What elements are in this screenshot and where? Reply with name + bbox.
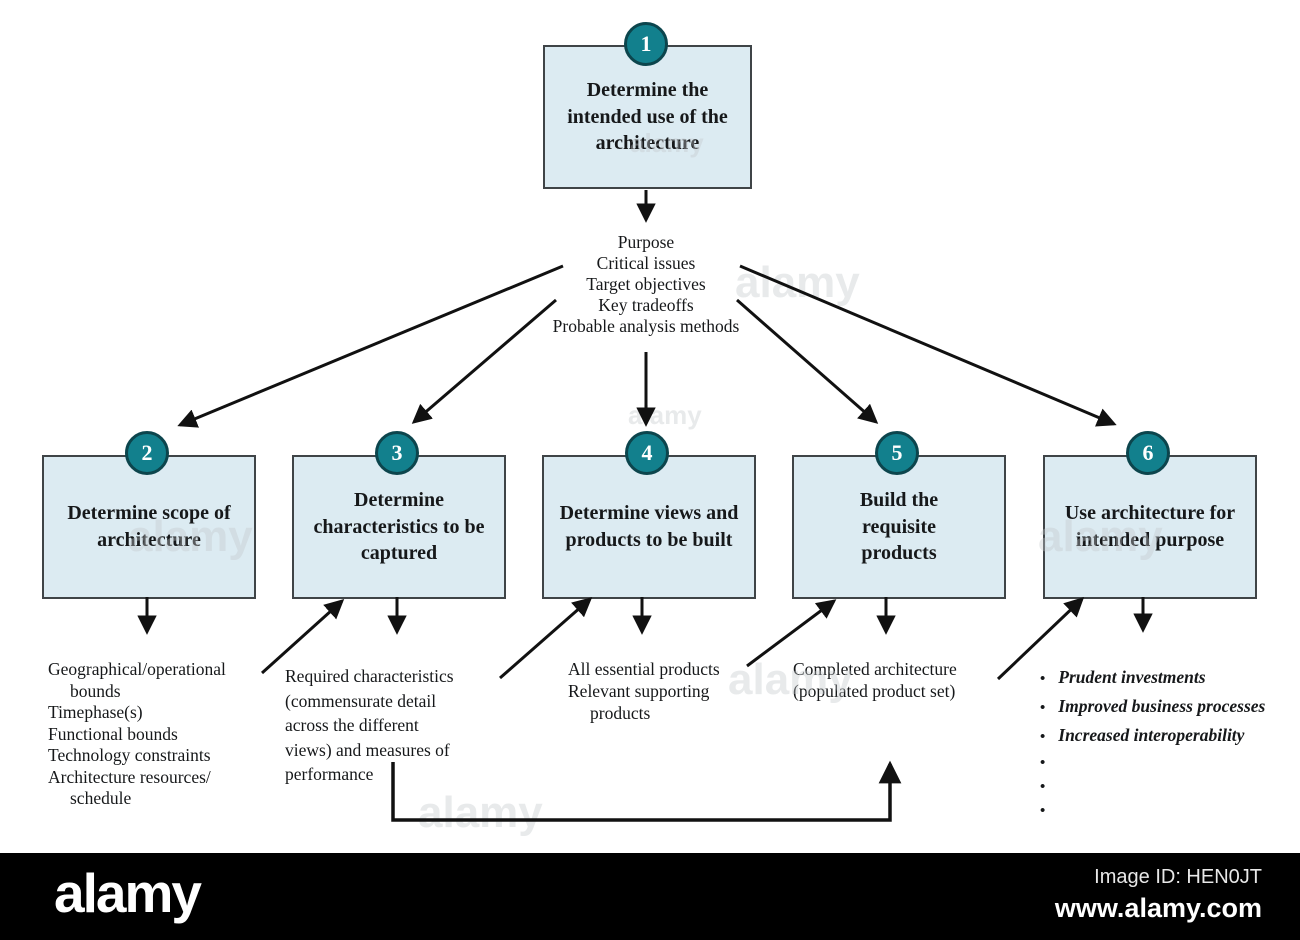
build-output-list: Completed architecture (populated produc… — [793, 658, 957, 702]
bullet-icon: • — [1040, 729, 1046, 745]
output-line: Architecture resources/ — [48, 766, 211, 787]
output-line: views) and measures of — [285, 739, 450, 760]
criteria-line: Critical issues — [596, 253, 696, 273]
arrow-scope-to-step3 — [260, 599, 345, 675]
output-line: Timephase(s) — [48, 702, 143, 722]
arrow-list-to-step5 — [736, 298, 879, 424]
output-line: Geographical/operational — [48, 659, 226, 679]
bullet-item: • Prudent investments — [1040, 664, 1265, 693]
image-id-label: Image ID: HEN0JT — [1094, 866, 1262, 888]
step-title: Determine characteristics to be captured — [313, 489, 485, 565]
bullet-item: • Improved business processes — [1040, 693, 1265, 722]
output-line: performance — [285, 764, 374, 784]
step-number-badge-2: 2 — [125, 431, 169, 475]
alamy-footer-bar: alamy Image ID: HEN0JT www.alamy.com — [0, 853, 1300, 940]
criteria-line: Key tradeoffs — [598, 295, 694, 315]
bullet-icon: • — [1040, 779, 1046, 795]
step-number-badge-4: 4 — [625, 431, 669, 475]
step-title: Determine the intended use of the archit… — [567, 79, 728, 155]
intended-use-criteria-list: Purpose Critical issues Target objective… — [553, 232, 740, 337]
step-number-badge-5: 5 — [875, 431, 919, 475]
views-output-list: All essential products Relevant supporti… — [568, 658, 720, 724]
flow-step-box-2: Determine scope of architecture — [42, 455, 256, 599]
output-line: All essential products — [568, 659, 720, 679]
step-number-badge-3: 3 — [375, 431, 419, 475]
footer-info: Image ID: HEN0JT www.alamy.com — [1055, 866, 1262, 924]
output-line: Completed architecture — [793, 659, 957, 679]
flow-step-box-3: Determine characteristics to be captured — [292, 455, 506, 599]
step-title: Build the requisite products — [859, 489, 939, 565]
arrow-list-to-step3 — [411, 298, 557, 424]
flow-step-box-4: Determine views and products to be built — [542, 455, 756, 599]
output-line: bounds — [70, 680, 121, 701]
step-number-badge-1: 1 — [624, 22, 668, 66]
output-line: Relevant supporting — [568, 681, 710, 701]
step-title: Determine views and products to be built — [559, 502, 739, 551]
alamy-watermark: alamy — [418, 788, 543, 837]
step-number-badge-6: 6 — [1126, 431, 1170, 475]
bullet-text: Improved business processes — [1058, 696, 1266, 716]
scope-output-list: Geographical/operational bounds Timephas… — [48, 659, 226, 810]
step-title: Determine scope of architecture — [67, 502, 231, 551]
criteria-line: Probable analysis methods — [552, 316, 740, 336]
alamy-website-link[interactable]: www.alamy.com — [1054, 893, 1262, 923]
bullet-item-empty: • — [1040, 751, 1265, 775]
output-line: Functional bounds — [48, 723, 178, 744]
bullet-text: Increased interoperability — [1058, 725, 1245, 745]
flow-step-box-1: Determine the intended use of the archit… — [543, 45, 752, 189]
criteria-line: Purpose — [617, 232, 675, 252]
step-title: Use architecture for intended purpose — [1064, 502, 1236, 551]
alamy-logo: alamy — [54, 862, 202, 924]
output-line: across the different — [285, 715, 419, 735]
bullet-item-empty: • — [1040, 799, 1265, 823]
alamy-watermark: alamy — [628, 400, 702, 430]
output-line: Required characteristics — [285, 666, 454, 686]
output-line: Technology constraints — [48, 745, 211, 765]
bullet-icon: • — [1040, 671, 1046, 687]
output-line: schedule — [70, 788, 132, 808]
criteria-line: Target objectives — [586, 274, 706, 294]
arrow-list-to-step6 — [739, 264, 1117, 427]
output-line: products — [590, 703, 651, 723]
arrow-list-to-step2 — [177, 264, 564, 428]
output-line: (populated product set) — [793, 681, 956, 701]
output-line: (commensurate detail — [285, 690, 437, 711]
bullet-icon: • — [1040, 700, 1046, 716]
characteristics-output-list: Required characteristics (commensurate d… — [285, 664, 454, 787]
flow-step-box-5: Build the requisite products — [792, 455, 1006, 599]
flow-step-box-6: Use architecture for intended purpose — [1043, 455, 1257, 599]
bullet-text: Prudent investments — [1058, 667, 1206, 687]
bullet-item-empty: • — [1040, 775, 1265, 799]
arrow-products-to-step5 — [746, 599, 837, 668]
feedback-line-performance-to-build — [391, 760, 902, 822]
bullet-item: • Increased interoperability — [1040, 722, 1265, 751]
alamy-watermark: alamy — [735, 258, 860, 307]
benefits-bullet-list: • Prudent investments • Improved busines… — [1040, 664, 1265, 823]
bullet-icon: • — [1040, 803, 1046, 819]
bullet-icon: • — [1040, 755, 1046, 771]
